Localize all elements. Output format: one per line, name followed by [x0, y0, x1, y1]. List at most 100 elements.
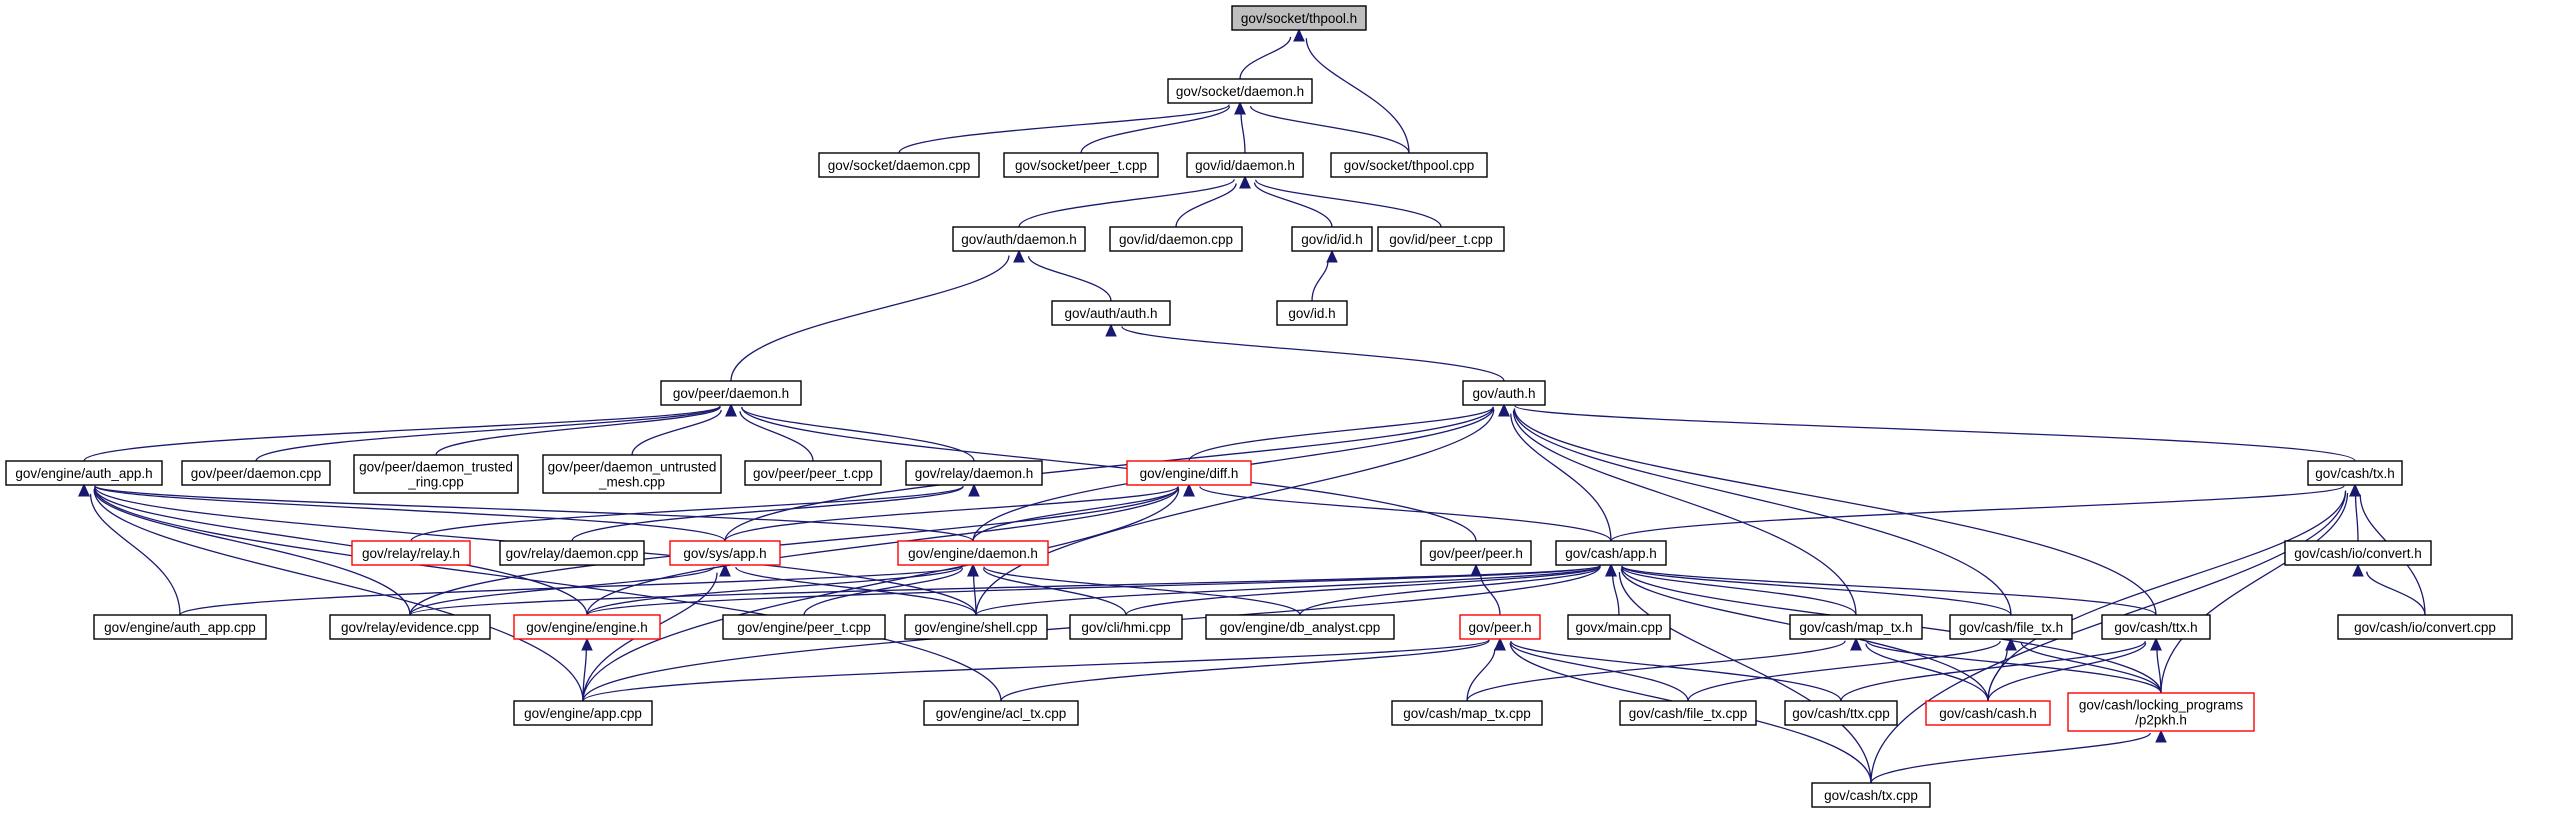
- node-label: gov/engine/acl_tx.cpp: [936, 706, 1067, 721]
- node-label: gov/engine/daemon.h: [908, 546, 1038, 561]
- node-engine-peer-t-cpp[interactable]: gov/engine/peer_t.cpp: [722, 614, 886, 640]
- edge-cash_app_h-to-engine_diff_h: [1183, 483, 1612, 542]
- node-label: gov/id.h: [1288, 306, 1335, 321]
- node-cash-app-h[interactable]: gov/cash/app.h: [1555, 540, 1667, 566]
- edge-sys_app_h-to-engine_diff_h: [724, 483, 1195, 542]
- edge-socket_peer_t_cpp-to-socket_daemon_h: [1080, 101, 1246, 154]
- node-engine-app-cpp[interactable]: gov/engine/app.cpp: [513, 700, 653, 726]
- edge-cash_file_tx_h-to-cash_app_h: [1605, 563, 2012, 616]
- node-label: _ring.cpp: [407, 475, 464, 490]
- node-relay-evidence-cpp[interactable]: gov/relay/evidence.cpp: [329, 614, 491, 640]
- node-label: gov/cash/file_tx.h: [1959, 620, 2063, 635]
- node-socket-thpool-cpp[interactable]: gov/socket/thpool.cpp: [1330, 152, 1488, 178]
- edge-engine_shell_cpp-to-gov_auth_h: [975, 403, 1510, 616]
- edge-peer_daemon_cpp-to-peer_daemon_h: [255, 403, 737, 462]
- node-engine-shell-cpp[interactable]: gov/engine/shell.cpp: [904, 614, 1048, 640]
- node-label: gov/cash/ttx.h: [2114, 620, 2197, 635]
- node-cash-map-tx-cpp[interactable]: gov/cash/map_tx.cpp: [1391, 700, 1543, 726]
- edge-socket_thpool_cpp-to-thpool_h: [1293, 28, 1410, 154]
- node-cash-file-tx-cpp[interactable]: gov/cash/file_tx.cpp: [1619, 700, 1757, 726]
- node-cli-hmi-cpp[interactable]: gov/cli/hmi.cpp: [1069, 614, 1183, 640]
- edge-socket_daemon_cpp-to-socket_daemon_h: [898, 101, 1246, 154]
- node-auth-auth-h[interactable]: gov/auth/auth.h: [1051, 300, 1171, 326]
- node-label: gov/cash/io/convert.cpp: [2354, 620, 2496, 635]
- node-socket-daemon-h[interactable]: gov/socket/daemon.h: [1167, 78, 1313, 104]
- node-label: gov/cash/tx.cpp: [1824, 788, 1918, 803]
- node-label: gov/cash/tx.h: [2315, 466, 2395, 481]
- node-peer-peer-h[interactable]: gov/peer/peer.h: [1420, 540, 1532, 566]
- node-label: gov/relay/daemon.cpp: [506, 546, 639, 561]
- node-label: gov/peer/daemon.cpp: [191, 466, 322, 481]
- node-cash-io-convert-h[interactable]: gov/cash/io/convert.h: [2284, 540, 2432, 566]
- node-socket-daemon-cpp[interactable]: gov/socket/daemon.cpp: [818, 152, 980, 178]
- edge-engine_app_cpp-to-engine_diff_h: [582, 483, 1195, 702]
- node-engine-db-analyst-cpp[interactable]: gov/engine/db_analyst.cpp: [1205, 614, 1395, 640]
- edge-engine_auth_app_h-to-peer_daemon_h: [83, 403, 737, 462]
- node-engine-acl-tx-cpp[interactable]: gov/engine/acl_tx.cpp: [923, 700, 1079, 726]
- node-id-daemon-cpp[interactable]: gov/id/daemon.cpp: [1109, 226, 1243, 252]
- node-cash-tx-cpp[interactable]: gov/cash/tx.cpp: [1811, 782, 1931, 808]
- node-gov-auth-h[interactable]: gov/auth.h: [1462, 380, 1546, 406]
- node-label: gov/cash/cash.h: [1939, 706, 2037, 721]
- node-label: gov/cash/app.h: [1565, 546, 1657, 561]
- node-relay-relay-h[interactable]: gov/relay/relay.h: [351, 540, 471, 566]
- node-engine-auth-app-cpp[interactable]: gov/engine/auth_app.cpp: [93, 614, 267, 640]
- node-gov-id-h[interactable]: gov/id.h: [1276, 300, 1348, 326]
- node-engine-daemon-h[interactable]: gov/engine/daemon.h: [897, 540, 1049, 566]
- node-cash-file-tx-h[interactable]: gov/cash/file_tx.h: [1949, 614, 2073, 640]
- node-sys-app-h[interactable]: gov/sys/app.h: [669, 540, 781, 566]
- node-label: gov/auth/auth.h: [1064, 306, 1157, 321]
- node-label: gov/engine/db_analyst.cpp: [1220, 620, 1381, 635]
- node-engine-auth-app-h[interactable]: gov/engine/auth_app.h: [5, 460, 163, 486]
- node-relay-daemon-cpp[interactable]: gov/relay/daemon.cpp: [499, 540, 645, 566]
- node-peer-daemon-trusted-ring[interactable]: gov/peer/daemon_trusted_ring.cpp: [353, 454, 519, 494]
- edge-sys_app_h-to-engine_auth_app_h: [78, 483, 726, 542]
- node-id-peer-t-cpp[interactable]: gov/id/peer_t.cpp: [1377, 226, 1505, 252]
- edge-gov_auth_h-to-auth_auth_h: [1105, 323, 1505, 382]
- node-engine-engine-h[interactable]: gov/engine/engine.h: [513, 614, 661, 640]
- node-peer-daemon-untrusted-mesh[interactable]: gov/peer/daemon_untrusted_mesh.cpp: [542, 454, 722, 494]
- node-peer-daemon-h[interactable]: gov/peer/daemon.h: [660, 380, 802, 406]
- node-socket-peer-t-cpp[interactable]: gov/socket/peer_t.cpp: [1003, 152, 1159, 178]
- node-cash-locking-p2pkh[interactable]: gov/cash/locking_programs/p2pkh.h: [2067, 692, 2255, 732]
- node-cash-map-tx-h[interactable]: gov/cash/map_tx.h: [1789, 614, 1923, 640]
- node-label: gov/peer/peer_t.cpp: [753, 466, 873, 481]
- edge-id_daemon_cpp-to-id_daemon_h: [1175, 175, 1251, 228]
- node-label: gov/socket/thpool.cpp: [1344, 158, 1475, 173]
- node-id-daemon-h[interactable]: gov/id/daemon.h: [1186, 152, 1304, 178]
- node-cash-io-convert-cpp[interactable]: gov/cash/io/convert.cpp: [2337, 614, 2513, 640]
- node-peer-peer-t-cpp[interactable]: gov/peer/peer_t.cpp: [744, 460, 882, 486]
- edge-cash_locking_p2pkh-to-cash_map_tx_h: [1850, 637, 2162, 694]
- node-cash-cash-h[interactable]: gov/cash/cash.h: [1925, 700, 2051, 726]
- node-auth-daemon-h[interactable]: gov/auth/daemon.h: [952, 226, 1086, 252]
- edge-auth_daemon_h-to-id_daemon_h: [1018, 175, 1251, 228]
- edge-id_peer_t_cpp-to-id_daemon_h: [1239, 175, 1442, 228]
- node-cash-ttx-h[interactable]: gov/cash/ttx.h: [2101, 614, 2211, 640]
- edge-cash_map_tx_h-to-cash_app_h: [1605, 563, 1857, 616]
- node-relay-daemon-h[interactable]: gov/relay/daemon.h: [905, 460, 1043, 486]
- node-id-id-h[interactable]: gov/id/id.h: [1291, 226, 1373, 252]
- node-label: gov/cash/ttx.cpp: [1792, 706, 1890, 721]
- node-label: gov/cash/map_tx.cpp: [1403, 706, 1531, 721]
- node-thpool-h[interactable]: gov/socket/thpool.h: [1231, 5, 1367, 31]
- edge-engine_auth_app_cpp-to-engine_auth_app_h: [78, 483, 181, 616]
- node-label: gov/id/peer_t.cpp: [1389, 232, 1493, 247]
- node-gov-peer-h[interactable]: gov/peer.h: [1459, 614, 1541, 640]
- node-cash-tx-h[interactable]: gov/cash/tx.h: [2307, 460, 2403, 486]
- edge-cash_tx_cpp-to-cash_app_h: [1605, 563, 1872, 784]
- node-label: gov/cli/hmi.cpp: [1081, 620, 1170, 635]
- edge-cash_tx_h-to-gov_auth_h: [1498, 403, 2356, 462]
- node-govx-main-cpp[interactable]: govx/main.cpp: [1567, 614, 1671, 640]
- node-engine-diff-h[interactable]: gov/engine/diff.h: [1126, 460, 1252, 486]
- edge-peer_daemon_untrusted_mesh-to-peer_daemon_h: [631, 403, 737, 456]
- node-peer-daemon-cpp[interactable]: gov/peer/daemon.cpp: [181, 460, 331, 486]
- edge-cash_locking_p2pkh-to-cash_file_tx_h: [2005, 637, 2162, 694]
- edge-engine_auth_app_cpp-to-engine_daemon_h: [179, 563, 979, 616]
- node-cash-ttx-cpp[interactable]: gov/cash/ttx.cpp: [1784, 700, 1898, 726]
- node-label: gov/engine/auth_app.cpp: [104, 620, 256, 635]
- edge-cash_app_h-to-cash_tx_h: [1610, 483, 2361, 542]
- edge-cash_tx_cpp-to-cash_locking_p2pkh: [1870, 729, 2167, 784]
- edge-engine_app_cpp-to-engine_engine_h: [581, 637, 593, 702]
- edge-engine_acl_tx_cpp-to-gov_peer_h: [1000, 637, 1506, 702]
- node-label: gov/cash/locking_programs: [2079, 698, 2244, 713]
